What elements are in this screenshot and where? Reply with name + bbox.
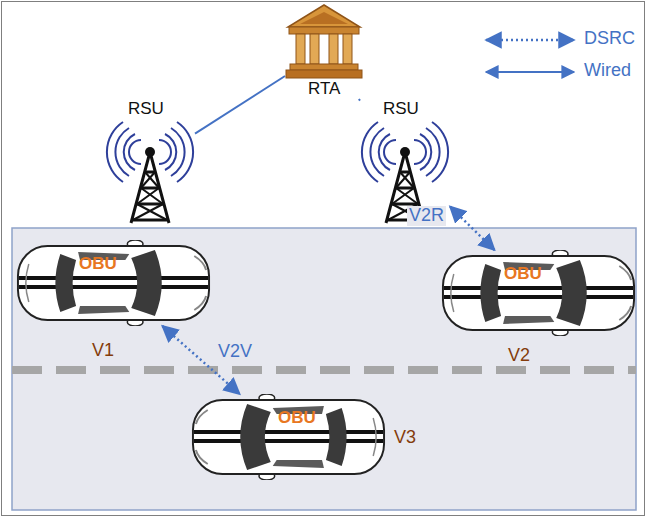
rsu-tower (105, 100, 195, 225)
link-label: V2R (407, 206, 446, 226)
node-label: OBU (79, 255, 117, 274)
node-label: RSU (128, 100, 164, 119)
vehicle-id: V1 (92, 341, 114, 361)
car-top-view (15, 240, 212, 326)
wired-link (195, 76, 285, 134)
legend-dsrc-sample (486, 39, 574, 42)
legend-wired-sample (486, 71, 574, 73)
road-area (12, 228, 636, 510)
node-label: OBU (278, 409, 316, 428)
vehicle-id: V2 (508, 346, 530, 366)
legend-text: DSRC (584, 29, 635, 49)
lane-divider (12, 366, 636, 374)
car-top-view (190, 394, 387, 480)
node-label: RTA (308, 80, 340, 99)
wired-link (359, 99, 360, 101)
vehicle-node: OBU (15, 240, 212, 326)
legend-text: Wired (584, 61, 631, 81)
rta-node: RTA (285, 3, 363, 99)
car-top-view (440, 250, 637, 336)
link-label: V2V (216, 342, 254, 362)
vehicle-id: V3 (394, 428, 416, 448)
node-label: OBU (504, 265, 542, 284)
vehicle-node: OBU (440, 250, 637, 336)
node-label: RSU (383, 100, 419, 119)
dsrc-link (450, 206, 495, 250)
rsu-node: RSU (105, 100, 195, 225)
vehicle-node: OBU (190, 394, 387, 480)
